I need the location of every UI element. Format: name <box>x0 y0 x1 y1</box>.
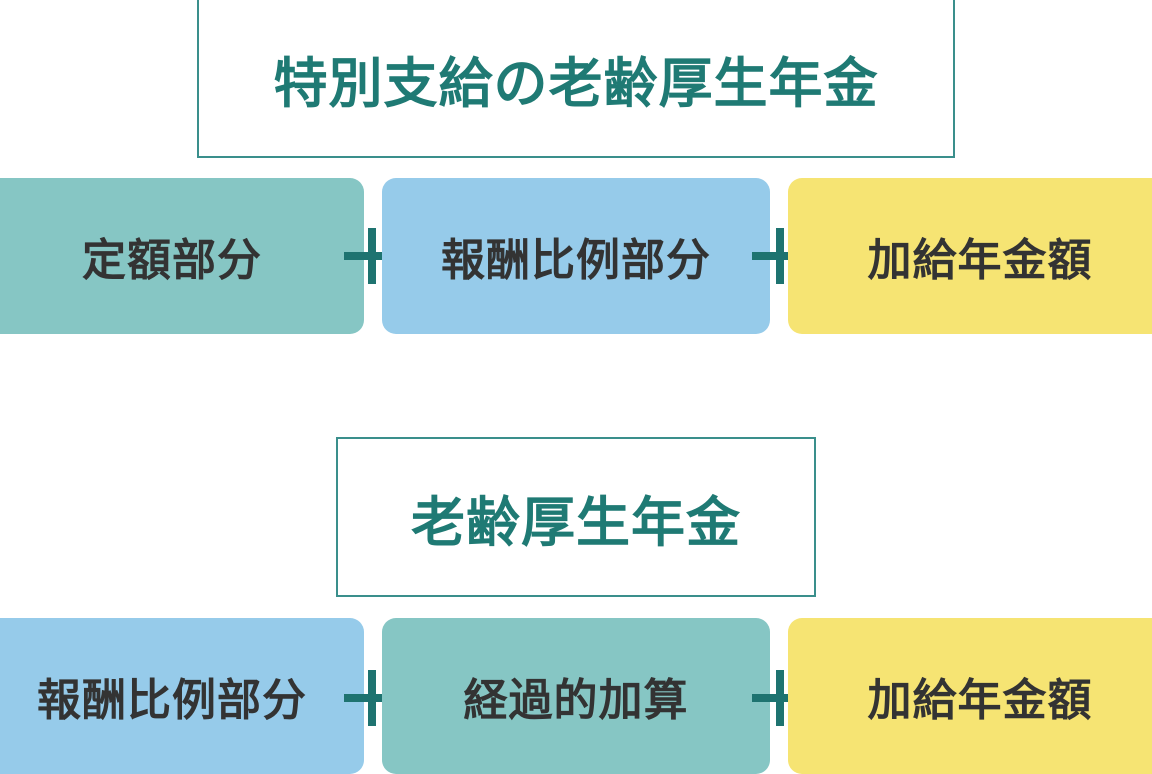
plus-icon <box>344 228 400 284</box>
plus-icon <box>344 670 400 726</box>
section2-block-keikateki-kasan: 経過的加算 <box>382 618 770 774</box>
section2-block-houshu-hirei: 報酬比例部分 <box>0 618 364 774</box>
section2-title: 老齢厚生年金 <box>336 437 816 597</box>
plus-icon <box>752 670 808 726</box>
section1-block-teijgaku: 定額部分 <box>0 178 364 334</box>
section1-block-kakyu-nenkin: 加給年金額 <box>788 178 1152 334</box>
section1-block-houshu-hirei: 報酬比例部分 <box>382 178 770 334</box>
section1-title: 特別支給の老齢厚生年金 <box>197 0 955 158</box>
plus-icon <box>752 228 808 284</box>
section2-block-kakyu-nenkin: 加給年金額 <box>788 618 1152 774</box>
